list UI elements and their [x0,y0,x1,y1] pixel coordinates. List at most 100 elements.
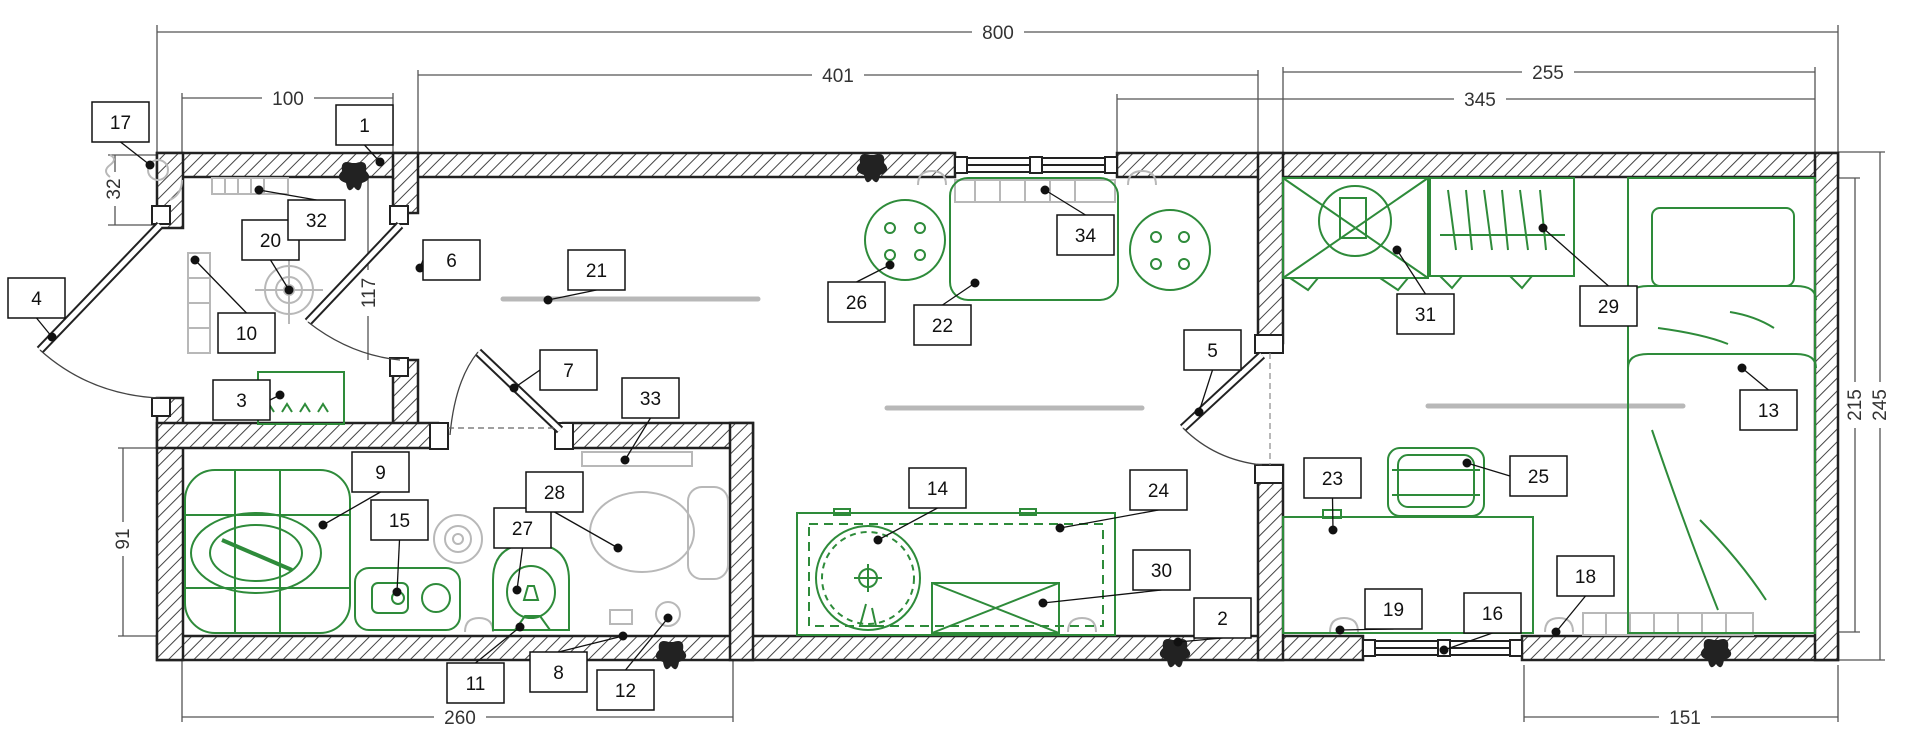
callout-13: 13 [1737,363,1798,431]
callout-box [351,451,410,493]
callout-15: 15 [370,499,429,597]
callout-21: 21 [543,249,626,305]
callout-29: 29 [1538,223,1638,327]
callout-dot [284,285,294,295]
callout-leader [1741,367,1769,391]
callout-box [1463,592,1522,634]
callout-box [908,467,967,509]
callout-24: 24 [1055,469,1188,533]
callout-31: 31 [1392,245,1455,335]
doors [36,205,1284,484]
callout-2: 2 [1173,597,1252,647]
callout-label: 32 [306,211,327,232]
callout-dot [663,613,673,623]
green-furniture [184,177,1817,636]
callout-dot [275,390,285,400]
callout-label: 29 [1598,297,1619,318]
dim-middle-length: 401 [822,66,854,87]
callout-label: 16 [1482,604,1503,625]
callout-label: 23 [1322,469,1343,490]
callout-dot [1538,223,1548,233]
callout-label: 5 [1207,341,1218,362]
callout-dot [1335,625,1345,635]
dim-right-bottom-length: 151 [1669,708,1701,729]
callout-5: 5 [1183,329,1242,417]
callout-leader [877,507,938,541]
callout-10: 10 [190,255,276,354]
dim-bathroom-length: 260 [444,708,476,729]
callout-leader [1042,589,1162,604]
callout-dot [1551,627,1561,637]
callout-4: 4 [7,277,66,342]
callout-label: 19 [1383,600,1404,621]
callout-leader [120,141,151,166]
callout-leader [269,259,290,291]
callout-box [827,281,886,323]
callout-label: 18 [1575,567,1596,588]
callout-dot [613,543,623,553]
callout-box [212,379,271,421]
callout-label: 3 [236,391,247,412]
callout-dot [512,585,522,595]
callout-leader [1396,249,1427,295]
dimension-labels: 800 401 255 345 100 117 32 91 260 151 21… [102,20,1891,729]
callout-leader [1555,595,1587,633]
callout-leader [1466,462,1511,477]
callout-leader [1044,189,1086,216]
callout-leader [554,511,619,549]
callout-box [621,377,680,419]
callout-box [1132,549,1191,591]
dim-outer-height: 245 [1870,389,1891,421]
callout-dot [1173,637,1183,647]
callout-dot [47,332,57,342]
callout-label: 17 [110,113,131,134]
callout-label: 13 [1758,401,1779,422]
callout-dot [190,255,200,265]
callout-box [335,104,394,146]
callout-12: 12 [596,613,673,711]
callout-dot [318,520,328,530]
callout-19: 19 [1335,588,1423,635]
callout-dot [145,160,155,170]
callout-dot [1439,645,1449,655]
callout-label: 33 [640,389,661,410]
callout-box [1396,293,1455,335]
callout-leader [1542,227,1609,287]
callout-23: 23 [1303,457,1362,535]
callout-dot [375,157,385,167]
callout-dot [254,185,264,195]
callout-label: 6 [446,251,457,272]
callout-dot [392,587,402,597]
callout-dot [1462,458,1472,468]
callout-14: 14 [873,467,967,545]
callout-label: 21 [586,261,607,282]
callout-label: 11 [466,674,486,695]
dim-right-window-span: 345 [1464,90,1496,111]
callout-box [1193,597,1252,639]
callout-box [287,199,346,241]
callout-box [525,471,584,513]
callout-box [370,499,429,541]
callout-22: 22 [913,278,980,346]
callout-32: 32 [254,185,346,241]
callout-dot [1055,523,1065,533]
callout-dot [543,295,553,305]
callout-27: 27 [493,507,552,595]
callout-box [596,669,655,711]
callout-label: 4 [31,289,42,310]
callout-18: 18 [1551,555,1615,637]
callout-label: 20 [260,231,281,252]
callout-box [446,662,505,704]
callout-leader [624,417,652,461]
callout-leader [624,617,669,671]
callout-leader [1198,369,1214,413]
callout-leader [396,539,401,593]
callout-dot [620,455,630,465]
callout-dot [1194,407,1204,417]
callout-leader [1331,497,1334,531]
callout-leader [516,547,524,591]
callout-label: 31 [1415,305,1436,326]
callout-label: 28 [544,483,565,504]
dim-bathroom-depth: 91 [113,528,134,549]
